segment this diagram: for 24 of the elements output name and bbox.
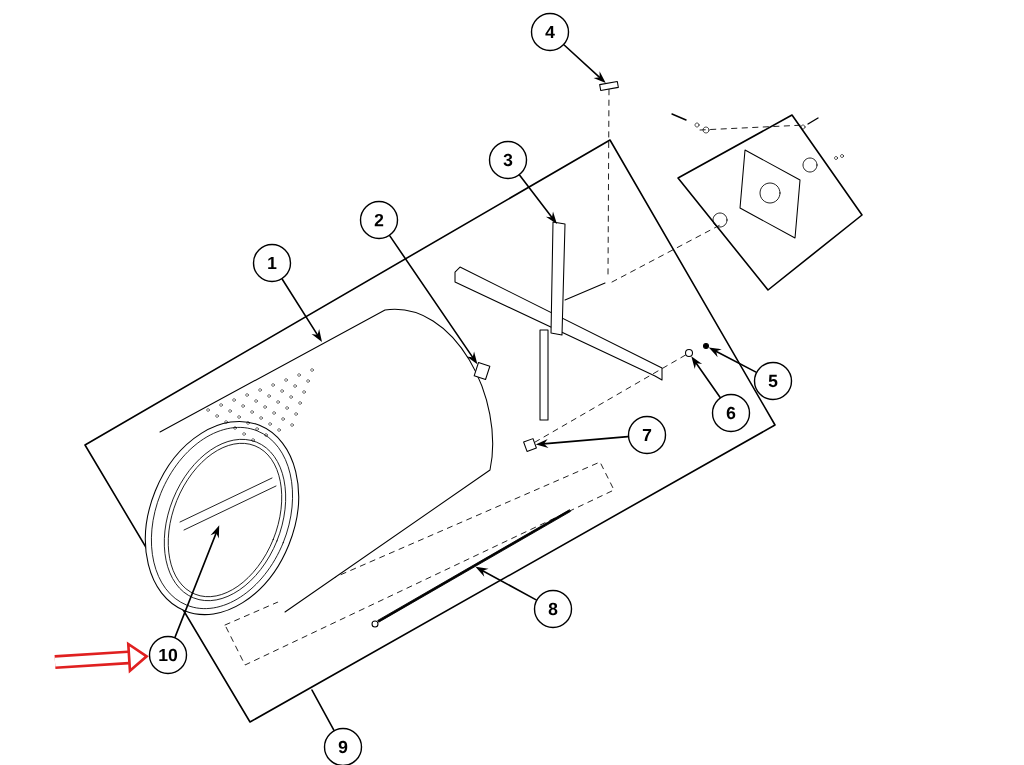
center-line — [607, 89, 610, 275]
callout-number: 10 — [148, 635, 188, 675]
drum — [144, 309, 493, 616]
callout-number: 2 — [359, 200, 399, 240]
clip — [599, 81, 619, 92]
callout-number: 8 — [533, 589, 573, 629]
callout-number: 7 — [627, 415, 667, 455]
nut — [685, 349, 694, 357]
pad — [473, 362, 491, 380]
callout-number: 4 — [530, 12, 570, 52]
rod — [371, 509, 571, 628]
callout-number: 9 — [323, 727, 363, 765]
callout-number: 5 — [753, 361, 793, 401]
center-line — [534, 354, 686, 443]
leader-line — [311, 689, 335, 731]
spider-drawing — [454, 221, 663, 421]
callout-number: 3 — [488, 140, 528, 180]
bearing-bracket-drawing — [671, 113, 863, 291]
center-line — [611, 224, 721, 283]
baffle — [179, 477, 277, 531]
bushing — [523, 438, 537, 452]
callout-number: 1 — [252, 243, 292, 283]
washer — [703, 343, 709, 350]
callout-number: 6 — [711, 393, 751, 433]
